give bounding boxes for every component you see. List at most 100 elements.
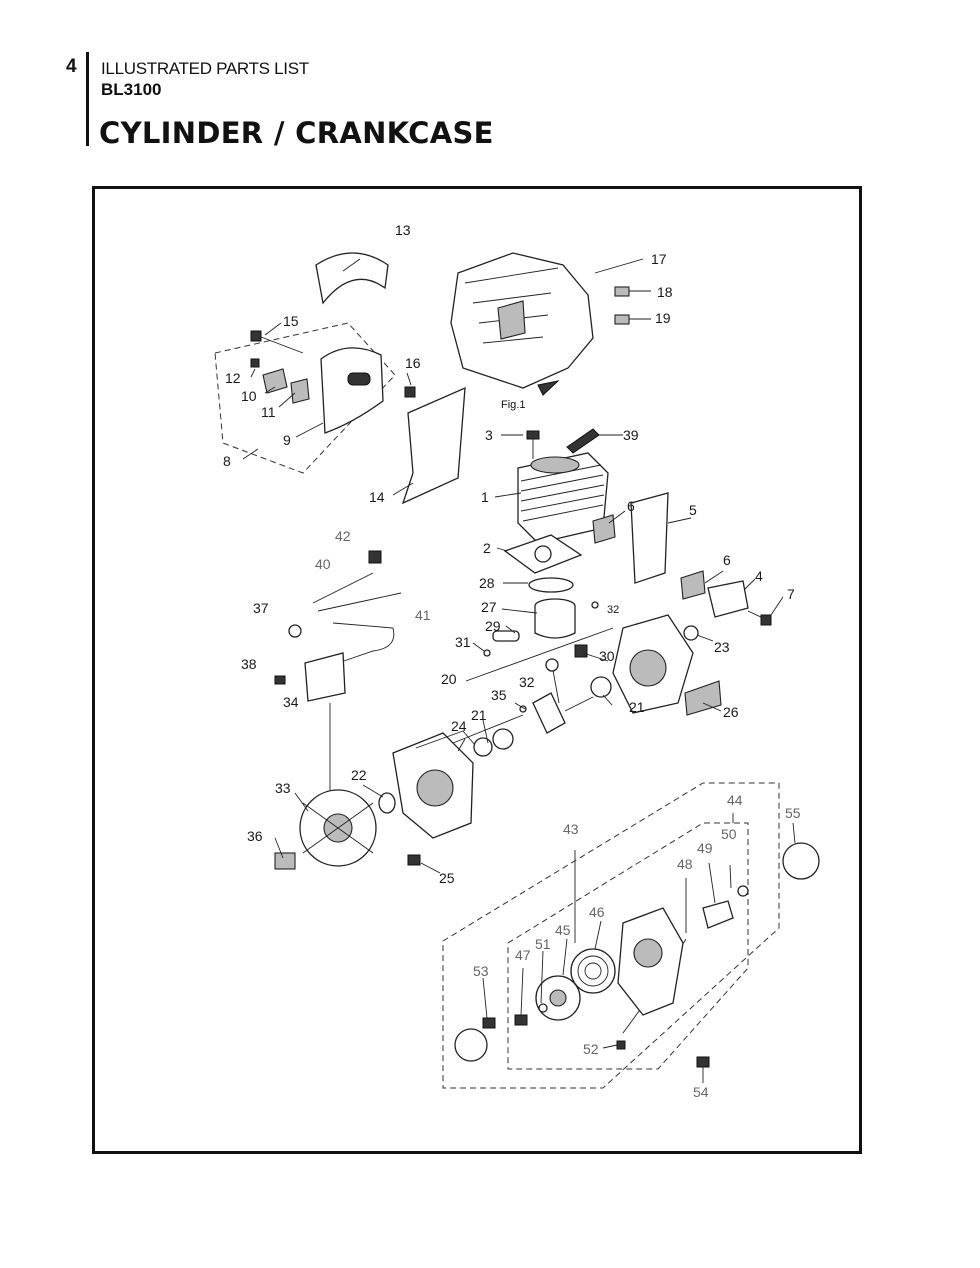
part-49-handle <box>702 900 734 929</box>
part-23-seal <box>683 625 699 641</box>
part-4-insulator <box>707 580 749 618</box>
part-21-bearing-b <box>492 728 514 750</box>
group-44-outline <box>507 822 749 1070</box>
callout-25: 25 <box>439 870 455 886</box>
callout-55: 55 <box>785 805 801 821</box>
part-32-clip <box>591 601 599 609</box>
callout-18: 18 <box>657 284 673 300</box>
callout-33: 33 <box>275 780 291 796</box>
part-45-pulley <box>535 975 581 1021</box>
part-17-shroud <box>450 252 594 389</box>
callout-30: 30 <box>599 648 615 664</box>
section-label: ILLUSTRATED PARTS LIST <box>101 59 309 78</box>
group-8-outline <box>214 322 396 474</box>
callout-17: 17 <box>651 251 667 267</box>
part-34-ignition-coil <box>304 652 346 702</box>
part-53-pawl-hub <box>454 1017 496 1062</box>
callout-7: 7 <box>787 586 795 602</box>
callout-16: 16 <box>405 355 421 371</box>
callout-28: 28 <box>479 575 495 591</box>
callout-29: 29 <box>485 618 501 634</box>
part-36-nut <box>274 852 296 870</box>
part-27-piston <box>534 598 576 639</box>
part-6-gasket-b <box>680 570 706 600</box>
part-13-cover <box>315 252 389 305</box>
exploded-parts-diagram: 13 17 18 19 15 16 12 10 11 9 8 Fig.1 3 3… <box>214 222 820 1100</box>
callout-24: 24 <box>451 718 467 734</box>
callout-6a: 6 <box>627 498 635 514</box>
callout-4: 4 <box>755 568 763 584</box>
part-26-reed <box>684 680 722 716</box>
callout-47: 47 <box>515 947 531 963</box>
callout-12: 12 <box>225 370 241 386</box>
callout-23: 23 <box>714 639 730 655</box>
part-5-plate <box>630 492 669 584</box>
part-50-washer <box>737 885 749 897</box>
part-6-gasket <box>592 514 616 544</box>
part-46-spiral-spring <box>570 948 616 994</box>
gasket-bore <box>534 545 552 563</box>
callout-19: 19 <box>655 310 671 326</box>
callout-3: 3 <box>485 427 493 443</box>
callout-45: 45 <box>555 922 571 938</box>
fig1-arrow-icon <box>537 380 560 396</box>
part-25-bolt <box>407 854 421 866</box>
callout-15: 15 <box>283 313 299 329</box>
callout-37: 37 <box>253 600 269 616</box>
callout-26: 26 <box>723 704 739 720</box>
callout-53: 53 <box>473 963 489 979</box>
callout-14: 14 <box>369 489 385 505</box>
page-number: 4 <box>66 56 77 77</box>
callout-49: 49 <box>697 840 713 856</box>
part-20-crankcase-right <box>612 614 694 714</box>
callout-22: 22 <box>351 767 367 783</box>
part-47-screw <box>514 1014 528 1026</box>
group-43-outline <box>442 782 780 1089</box>
callout-40: 40 <box>315 556 331 572</box>
part-19-screw <box>614 314 651 325</box>
part-38-screw <box>274 675 286 685</box>
callout-2: 2 <box>483 540 491 556</box>
part-22-seal <box>378 792 396 814</box>
part-3-bolt <box>526 430 540 459</box>
callout-50: 50 <box>721 826 737 842</box>
callout-36: 36 <box>247 828 263 844</box>
callout-54: 54 <box>693 1084 709 1100</box>
part-52-nut <box>616 1040 626 1050</box>
callout-8: 8 <box>223 453 231 469</box>
callout-41: 41 <box>415 607 431 623</box>
callout-6b: 6 <box>723 552 731 568</box>
parts-diagram-frame: 13 17 18 19 15 16 12 10 11 9 8 Fig.1 3 3… <box>92 186 862 1154</box>
part-31-clip <box>483 649 491 657</box>
callout-32b: 32 <box>519 674 535 690</box>
part-51-washer <box>538 1003 548 1013</box>
part-24-crankshaft <box>532 658 594 734</box>
part-9-muffler <box>320 347 384 434</box>
callout-32a: 32 <box>607 604 619 616</box>
part-30-bearing <box>574 644 588 658</box>
callout-20: 20 <box>441 671 457 687</box>
part-15-bolt <box>250 330 304 354</box>
callout-13: 13 <box>395 222 411 238</box>
part-35-key <box>519 705 527 713</box>
callout-39: 39 <box>623 427 639 443</box>
part-crankcase-left <box>392 732 474 839</box>
part-42-cap <box>368 550 382 564</box>
part-12-screw <box>250 358 260 368</box>
callout-10: 10 <box>241 388 257 404</box>
part-18-screw <box>614 286 651 297</box>
part-11-screen <box>290 378 310 404</box>
callout-27: 27 <box>481 599 497 615</box>
callout-43: 43 <box>563 821 579 837</box>
part-40-41-wires <box>312 572 402 664</box>
callout-42: 42 <box>335 528 351 544</box>
part-39-spark-plug <box>566 428 600 454</box>
callout-11: 11 <box>261 404 276 420</box>
callout-21b: 21 <box>471 707 487 723</box>
callout-1: 1 <box>481 489 489 505</box>
callout-labels: 13 17 18 19 15 16 12 10 11 9 8 Fig.1 3 3… <box>223 222 801 1100</box>
fig1-label: Fig.1 <box>501 399 525 411</box>
part-55-cap <box>782 842 820 880</box>
callout-44: 44 <box>727 792 743 808</box>
callout-52: 52 <box>583 1041 599 1057</box>
